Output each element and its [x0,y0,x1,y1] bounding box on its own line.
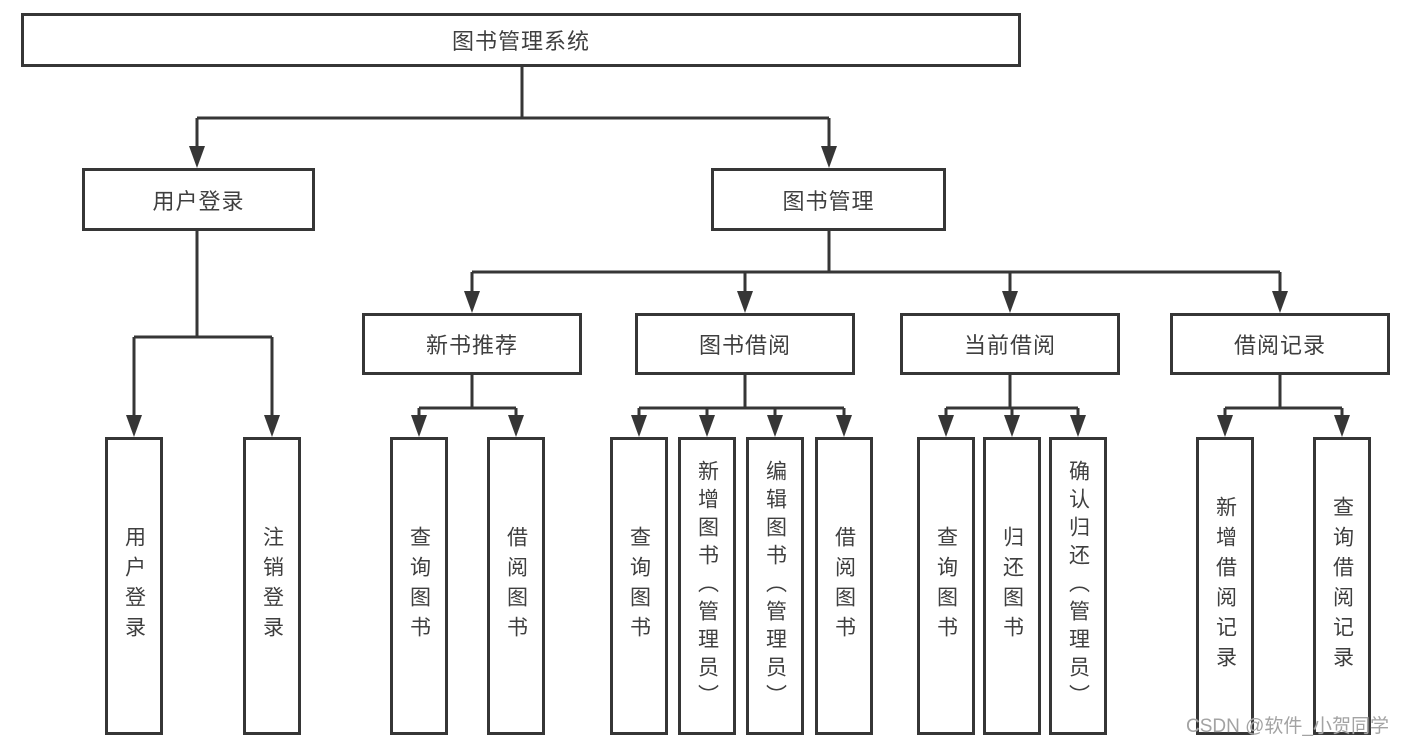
leaf-user-login: 用户登录 [105,437,163,735]
leaf-query-books-recommend: 查询图书 [390,437,448,735]
node-current-borrowing: 当前借阅 [900,313,1120,375]
leaf-return-books: 归还图书 [983,437,1041,735]
leaf-borrow-books: 借阅图书 [815,437,873,735]
connector-strokes [132,67,1344,418]
leaf-query-books-recommend-label: 查询图书 [407,526,431,646]
leaf-query-books-current-label: 查询图书 [934,526,958,646]
leaf-confirm-return-admin: 确认归还（管理员） [1049,437,1107,735]
arrowheads [126,146,1350,437]
leaf-user-login-label: 用户登录 [122,526,146,646]
node-borrow-records: 借阅记录 [1170,313,1390,375]
leaf-add-borrow-record-label: 新增借阅记录 [1213,496,1237,676]
leaf-borrow-books-recommend: 借阅图书 [487,437,545,735]
leaf-logout: 注销登录 [243,437,301,735]
leaf-logout-label: 注销登录 [260,526,284,646]
leaf-query-books-borrowing-label: 查询图书 [627,526,651,646]
node-book-borrowing: 图书借阅 [635,313,855,375]
node-book-management-system: 图书管理系统 [21,13,1021,67]
node-book-management-branch: 图书管理 [711,168,946,231]
leaf-edit-books-admin-label: 编辑图书（管理员） [763,460,787,712]
leaf-return-books-label: 归还图书 [1000,526,1024,646]
node-user-login-branch: 用户登录 [82,168,315,231]
leaf-query-borrow-record-label: 查询借阅记录 [1330,496,1354,676]
leaf-edit-books-admin: 编辑图书（管理员） [746,437,804,735]
leaf-confirm-return-admin-label: 确认归还（管理员） [1066,460,1090,712]
leaf-add-books-admin-label: 新增图书（管理员） [695,460,719,712]
csdn-watermark: CSDN @软件_小贺同学 [1186,716,1389,737]
leaf-query-borrow-record: 查询借阅记录 [1313,437,1371,735]
leaf-query-books-current: 查询图书 [917,437,975,735]
node-new-book-recommend: 新书推荐 [362,313,582,375]
leaf-borrow-books-recommend-label: 借阅图书 [504,526,528,646]
leaf-borrow-books-label: 借阅图书 [832,526,856,646]
leaf-add-borrow-record: 新增借阅记录 [1196,437,1254,735]
leaf-add-books-admin: 新增图书（管理员） [678,437,736,735]
leaf-query-books-borrowing: 查询图书 [610,437,668,735]
